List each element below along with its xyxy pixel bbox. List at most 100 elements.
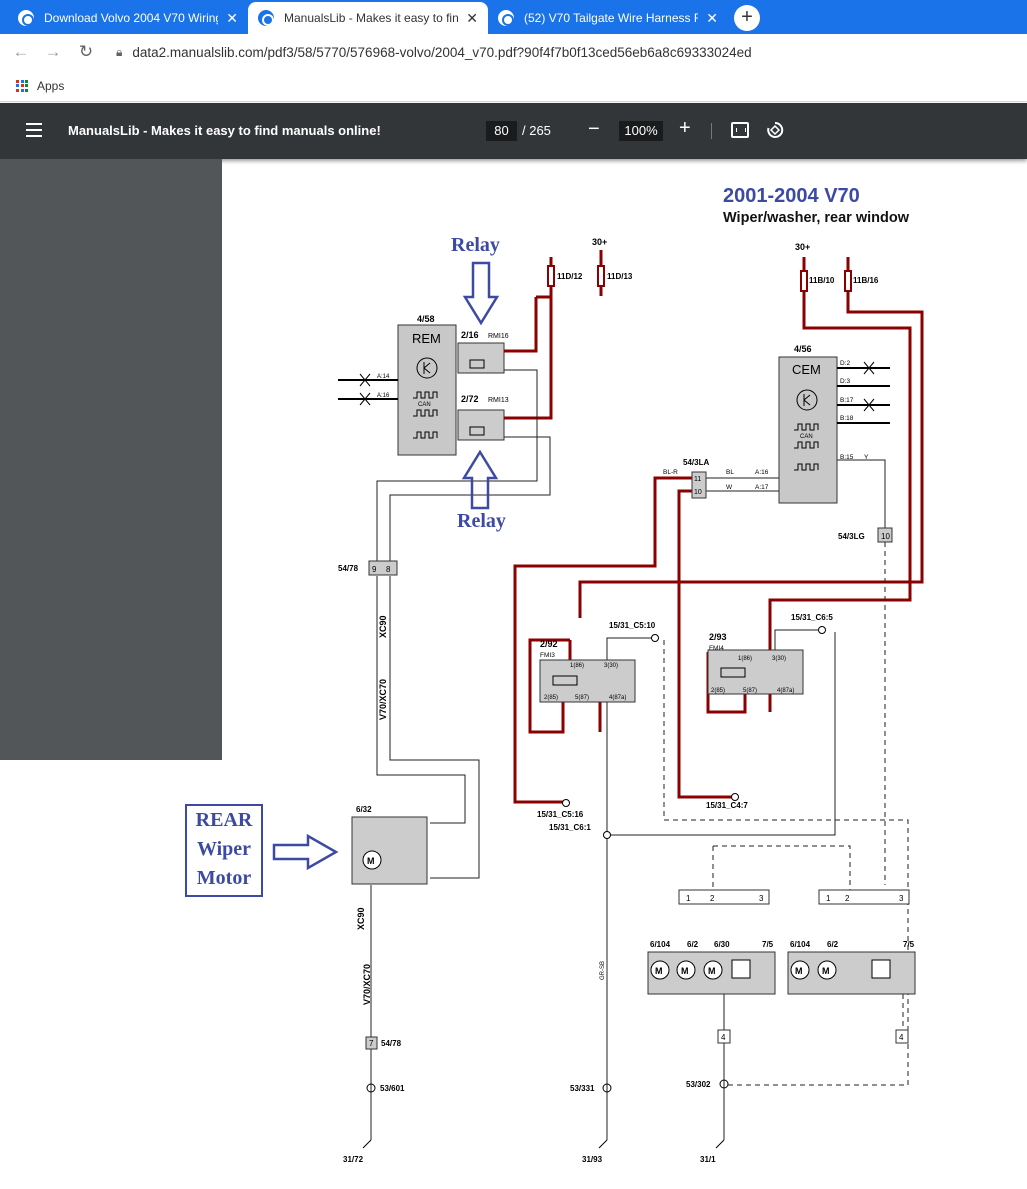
svg-text:30+: 30+ [592, 237, 607, 247]
back-arrow-icon[interactable]: ← [12, 42, 30, 61]
tab-title: Download Volvo 2004 V70 Wiring [44, 11, 219, 25]
svg-text:31/72: 31/72 [343, 1155, 364, 1164]
svg-text:RMI13: RMI13 [488, 397, 509, 404]
transistor-icon [416, 357, 438, 379]
svg-text:6/32: 6/32 [356, 805, 372, 814]
zoom-in-icon[interactable]: + [679, 117, 691, 139]
svg-text:11D/13: 11D/13 [607, 272, 633, 281]
svg-text:3(30): 3(30) [604, 663, 618, 669]
svg-text:4: 4 [899, 1033, 904, 1042]
svg-text:53/302: 53/302 [686, 1080, 711, 1089]
svg-text:54/3LG: 54/3LG [838, 532, 865, 541]
svg-text:4(87a): 4(87a) [777, 688, 794, 694]
tab-title: (52) V70 Tailgate Wire Harness Re [524, 11, 699, 25]
svg-text:4/56: 4/56 [794, 344, 812, 354]
tab-title: ManualsLib - Makes it easy to fin [284, 11, 459, 25]
relay-2-92 [539, 659, 636, 703]
forward-arrow-icon[interactable]: → [44, 42, 62, 61]
lock-icon: 🔒︎ [116, 44, 123, 59]
svg-text:XC90: XC90 [356, 907, 366, 930]
relay-top-annotation: Relay [451, 234, 500, 256]
svg-text:BL: BL [726, 469, 734, 476]
toolbar-divider [711, 123, 712, 139]
svg-text:1: 1 [826, 894, 831, 903]
close-tab-icon[interactable]: ✕ [466, 9, 478, 26]
svg-text:31/93: 31/93 [582, 1155, 603, 1164]
cem-module [778, 356, 838, 504]
fit-page-icon[interactable] [731, 122, 749, 138]
svg-text:1(86): 1(86) [570, 663, 584, 669]
svg-text:2: 2 [710, 894, 715, 903]
svg-text:7: 7 [369, 1039, 374, 1048]
zoom-level-input[interactable]: 100% [619, 121, 663, 141]
washer-motor-group-right [787, 951, 916, 995]
svg-text:D:3: D:3 [840, 378, 851, 385]
svg-text:RMI16: RMI16 [488, 333, 509, 340]
rear-wiper-motor-6-32 [351, 816, 428, 885]
apps-bookmark[interactable]: Apps [37, 78, 65, 93]
diagram-heading: 2001-2004 V70 [723, 185, 860, 207]
page-number-input[interactable]: 80 [486, 121, 517, 141]
svg-text:11: 11 [694, 476, 701, 483]
svg-text:54/78: 54/78 [338, 564, 359, 573]
svg-text:B:17: B:17 [840, 397, 854, 404]
tab-tailgate-harness[interactable]: (52) V70 Tailgate Wire Harness Re ✕ [488, 2, 728, 34]
svg-text:M: M [822, 966, 830, 976]
bookmarks-bar: Apps [0, 70, 1027, 102]
svg-text:9: 9 [372, 565, 377, 574]
diagram-subheading: Wiper/washer, rear window [723, 210, 910, 226]
pdf-title: ManualsLib - Makes it easy to find manua… [68, 123, 381, 138]
close-tab-icon[interactable]: ✕ [706, 9, 718, 26]
svg-text:GR-SB: GR-SB [600, 961, 606, 980]
svg-text:53/331: 53/331 [570, 1084, 595, 1093]
svg-text:15/31_C4:7: 15/31_C4:7 [706, 801, 748, 810]
svg-text:FMI4: FMI4 [709, 645, 724, 652]
svg-text:A:16: A:16 [755, 469, 769, 476]
svg-text:53/601: 53/601 [380, 1084, 405, 1093]
address-bar[interactable]: 🔒︎ data2.manualslib.com/pdf3/58/5770/576… [112, 38, 1027, 66]
svg-text:10: 10 [881, 532, 890, 541]
menu-hamburger-icon[interactable] [26, 123, 42, 137]
pdf-viewer-background [0, 159, 222, 760]
close-tab-icon[interactable]: ✕ [226, 9, 238, 26]
svg-text:3(30): 3(30) [772, 656, 786, 662]
svg-text:V70/XC70: V70/XC70 [378, 679, 388, 720]
rem-label: REM [412, 331, 441, 346]
svg-text:V70/XC70: V70/XC70 [362, 964, 372, 1005]
zoom-out-icon[interactable]: − [588, 118, 600, 140]
svg-text:Y: Y [864, 454, 869, 461]
svg-text:15/31_C5:16: 15/31_C5:16 [537, 810, 584, 819]
relay-bottom-annotation: Relay [457, 510, 506, 532]
svg-text:M: M [655, 966, 663, 976]
svg-text:M: M [795, 966, 803, 976]
svg-text:W: W [726, 484, 733, 491]
manualslib-favicon-icon [258, 10, 274, 26]
page-total: / 265 [522, 123, 551, 138]
svg-text:7/5: 7/5 [762, 940, 774, 949]
reload-icon[interactable]: ↻ [78, 42, 94, 61]
svg-text:B:18: B:18 [840, 415, 854, 422]
svg-text:11D/12: 11D/12 [557, 272, 583, 281]
svg-text:3: 3 [899, 894, 904, 903]
manualslib-favicon-icon [18, 10, 34, 26]
svg-text:11B/10: 11B/10 [809, 276, 835, 285]
tab-strip: Download Volvo 2004 V70 Wiring ✕ Manuals… [0, 0, 1027, 34]
svg-text:M: M [367, 856, 375, 866]
svg-text:15/31_C6:1: 15/31_C6:1 [549, 823, 591, 832]
svg-text:2(85): 2(85) [544, 695, 558, 701]
new-tab-button[interactable]: + [734, 5, 760, 31]
svg-text:A:16: A:16 [377, 393, 390, 399]
cem-label: CEM [792, 362, 821, 377]
svg-text:11B/16: 11B/16 [853, 276, 879, 285]
svg-text:FMI3: FMI3 [540, 652, 555, 659]
svg-text:2/93: 2/93 [709, 632, 727, 642]
svg-text:6/2: 6/2 [687, 940, 699, 949]
svg-text:15/31_C6:5: 15/31_C6:5 [791, 613, 833, 622]
tab-volvo-download[interactable]: Download Volvo 2004 V70 Wiring ✕ [8, 2, 248, 34]
rotate-icon[interactable] [766, 121, 784, 139]
apps-grid-icon[interactable] [16, 79, 28, 92]
svg-text:4(87a): 4(87a) [609, 695, 626, 701]
svg-text:6/2: 6/2 [827, 940, 839, 949]
pdf-toolbar: ManualsLib - Makes it easy to find manua… [0, 103, 1027, 159]
tab-manualslib[interactable]: ManualsLib - Makes it easy to fin ✕ [248, 2, 488, 34]
